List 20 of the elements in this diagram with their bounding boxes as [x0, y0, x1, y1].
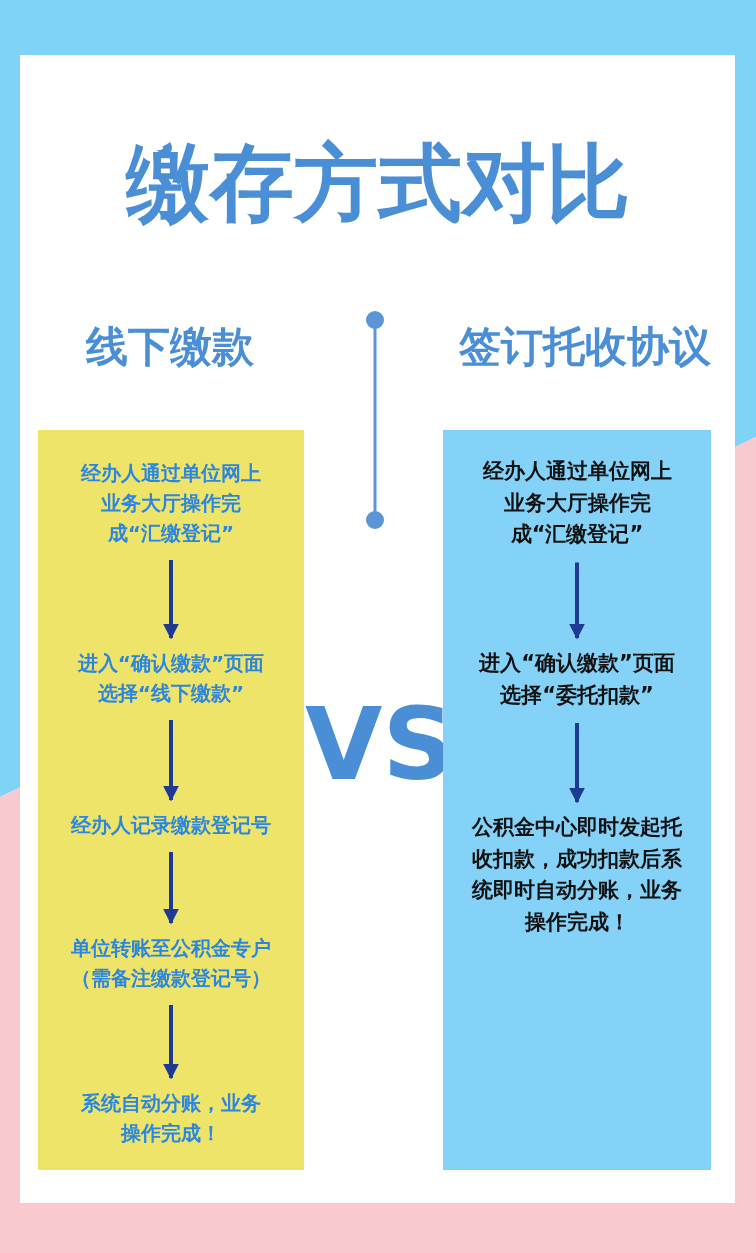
- arrow: [163, 1005, 179, 1080]
- column-heading: 签订托收协议: [458, 322, 712, 372]
- step-text: 单位转账至公积金专户（需备注缴款登记号）: [65, 933, 277, 993]
- step-text: 经办人通过单位网上业务大厅操作完成“汇缴登记”: [78, 458, 264, 548]
- panel: [38, 430, 304, 1170]
- arrow: [163, 852, 179, 925]
- step-text: 系统自动分账，业务操作完成！: [77, 1088, 265, 1148]
- step-text: 经办人记录缴款登记号: [65, 810, 277, 840]
- arrow: [163, 560, 179, 640]
- step-text: 经办人通过单位网上业务大厅操作完成“汇缴登记”: [479, 456, 675, 551]
- title: 缴存方式对比: [124, 133, 631, 234]
- step-text: 进入“确认缴款”页面选择“委托扣款”: [477, 648, 677, 711]
- panel: [443, 430, 711, 1170]
- arrow: [163, 720, 179, 802]
- step-text: 公积金中心即时发起托收扣款，成功扣款后系统即时自动分账，业务操作完成！: [468, 812, 686, 938]
- arrow: [569, 562, 585, 640]
- step-text: 进入“确认缴款”页面选择“线下缴款”: [77, 648, 265, 708]
- vs-text: VS: [305, 685, 445, 805]
- arrow: [569, 723, 585, 804]
- column-heading: 线下缴款: [84, 322, 255, 372]
